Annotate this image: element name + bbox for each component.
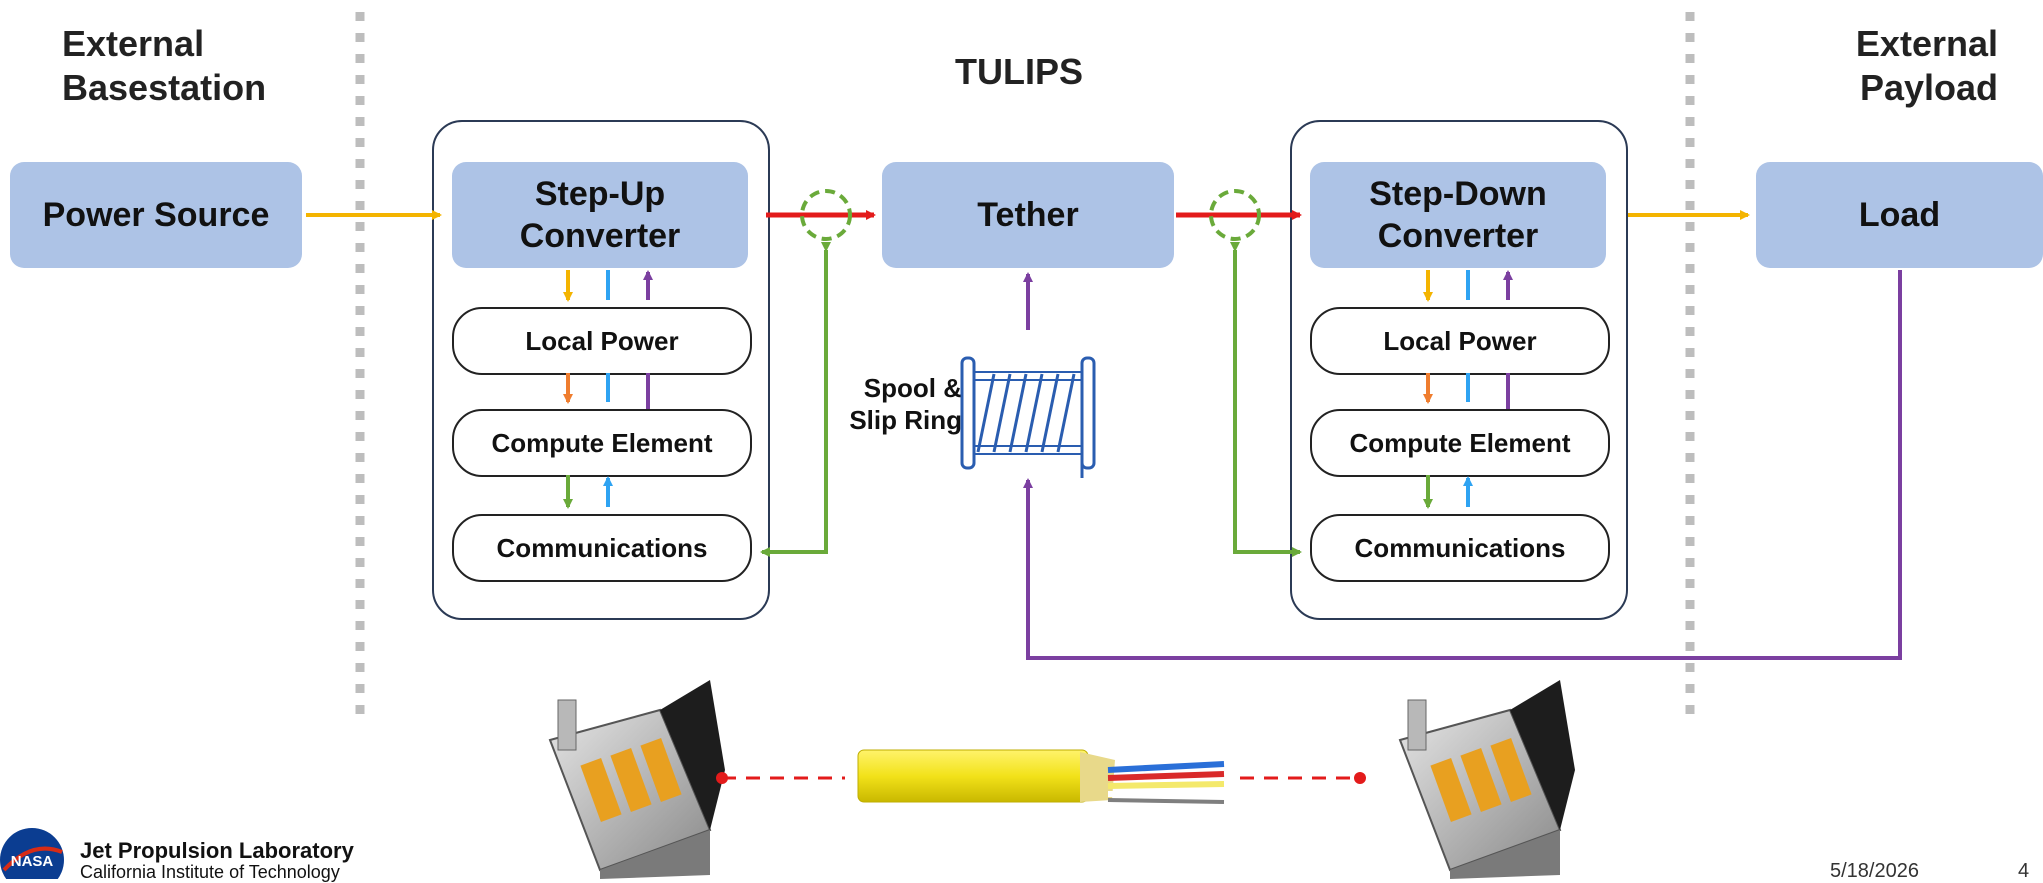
left-compute-element: Compute Element (452, 409, 752, 477)
feedback-loop (1023, 270, 1902, 660)
comm-right (1230, 242, 1302, 557)
coupler-left (800, 189, 852, 241)
spool-icon (960, 356, 1096, 478)
svg-text:NASA: NASA (11, 853, 54, 870)
footer-sub: California Institute of Technology (80, 862, 340, 882)
coupler-right (1209, 189, 1261, 241)
power-source-block: Power Source (10, 162, 302, 268)
step-up-converter-block: Step-Up Converter (452, 162, 748, 268)
slide-date: 5/18/2026 (1830, 860, 1919, 882)
tether-block: Tether (882, 162, 1174, 268)
left-communications: Communications (452, 514, 752, 582)
comm-left (760, 242, 831, 557)
section-title-payload: External Payload (1855, 23, 1998, 108)
right-compute-element: Compute Element (1310, 409, 1610, 477)
tether-cable-image (857, 749, 1225, 804)
nasa-logo-icon: NASA (0, 828, 64, 879)
section-title-tulips: TULIPS (955, 51, 1084, 92)
footer-org: Jet Propulsion Laboratory (80, 838, 354, 863)
slide-number: 4 (2018, 860, 2030, 882)
left-local-power: Local Power (452, 307, 752, 375)
spool-slip-ring-label: Spool & Slip Ring (849, 373, 962, 435)
load-block: Load (1756, 162, 2043, 268)
device-image-left (548, 680, 725, 879)
section-title-basestation: External Basestation (62, 23, 267, 108)
right-local-power: Local Power (1310, 307, 1610, 375)
device-image-right (1398, 680, 1575, 879)
step-down-converter-block: Step-Down Converter (1310, 162, 1606, 268)
right-communications: Communications (1310, 514, 1610, 582)
